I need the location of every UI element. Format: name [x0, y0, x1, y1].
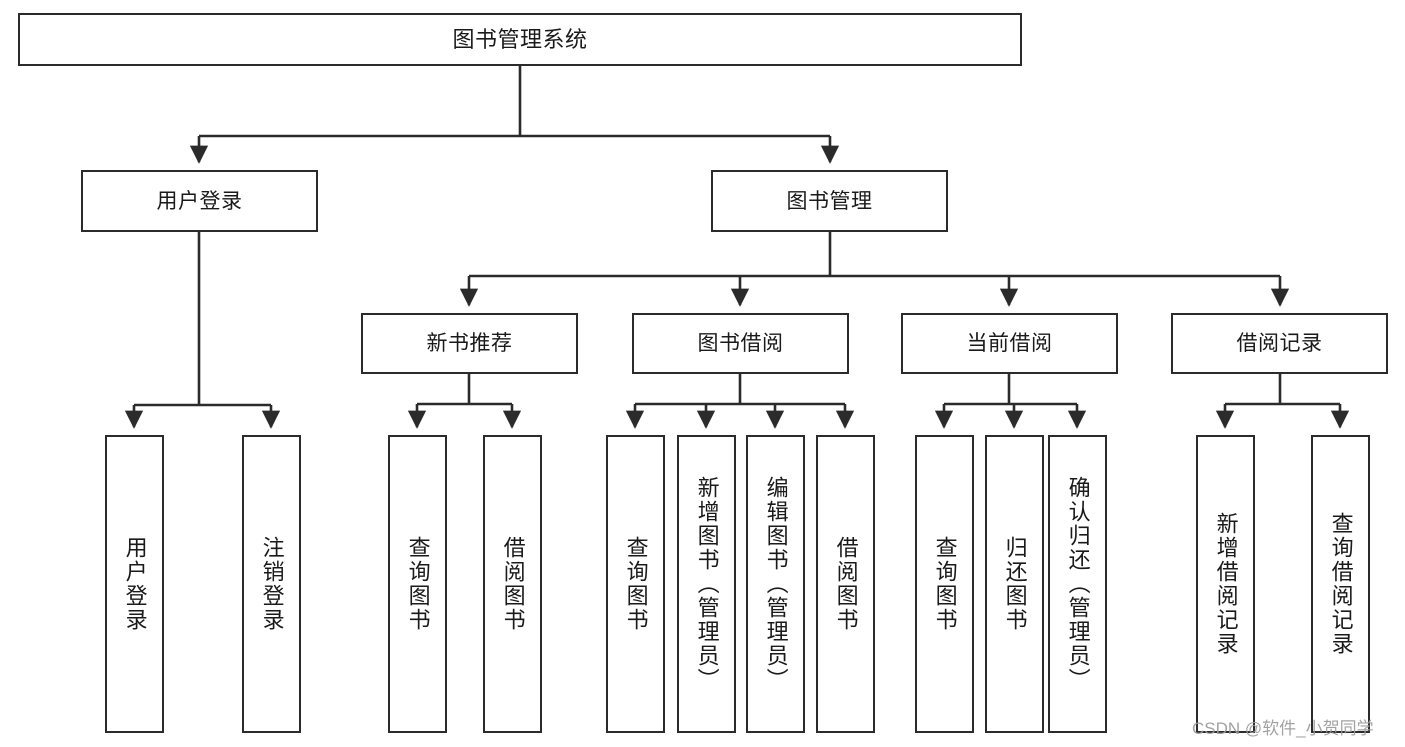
node-leaf-query-book-2[interactable]: 查询图书: [606, 435, 665, 733]
node-label: 新增图书（管理员）: [694, 476, 720, 692]
node-label: 查询借阅记录: [1328, 512, 1354, 656]
node-leaf-borrow-book-2[interactable]: 借阅图书: [816, 435, 875, 733]
node-label: 图书借阅: [697, 332, 784, 355]
node-user-login[interactable]: 用户登录: [81, 170, 318, 232]
node-book-borrow[interactable]: 图书借阅: [632, 313, 849, 374]
node-leaf-query-book-1[interactable]: 查询图书: [388, 435, 447, 733]
node-root-book-management-system[interactable]: 图书管理系统: [18, 13, 1022, 66]
node-label: 查询图书: [405, 536, 431, 632]
node-label: 用户登录: [122, 536, 148, 632]
node-leaf-return-book[interactable]: 归还图书: [985, 435, 1044, 733]
node-new-book-recommend[interactable]: 新书推荐: [361, 313, 578, 374]
node-leaf-add-record[interactable]: 新增借阅记录: [1196, 435, 1255, 733]
node-leaf-user-login[interactable]: 用户登录: [105, 435, 164, 733]
node-label: 归还图书: [1002, 536, 1028, 632]
node-label: 确认归还（管理员）: [1065, 476, 1091, 692]
node-label: 借阅图书: [833, 536, 859, 632]
node-leaf-borrow-book-1[interactable]: 借阅图书: [483, 435, 542, 733]
node-borrow-record[interactable]: 借阅记录: [1171, 313, 1388, 374]
node-label: 新增借阅记录: [1213, 512, 1239, 656]
node-label: 新书推荐: [426, 332, 513, 355]
node-label: 查询图书: [932, 536, 958, 632]
node-current-borrow[interactable]: 当前借阅: [901, 313, 1118, 374]
node-label: 图书管理: [786, 189, 873, 213]
node-leaf-query-record[interactable]: 查询借阅记录: [1311, 435, 1370, 733]
node-label: 注销登录: [259, 536, 285, 632]
node-label: 借阅图书: [500, 536, 526, 632]
node-leaf-edit-book[interactable]: 编辑图书（管理员）: [746, 435, 805, 733]
node-label: 借阅记录: [1236, 332, 1323, 355]
node-leaf-add-book[interactable]: 新增图书（管理员）: [677, 435, 736, 733]
node-label: 当前借阅: [966, 332, 1053, 355]
node-leaf-confirm-return[interactable]: 确认归还（管理员）: [1048, 435, 1107, 733]
node-leaf-logout-login[interactable]: 注销登录: [242, 435, 301, 733]
node-label: 图书管理系统: [452, 26, 588, 52]
node-book-management[interactable]: 图书管理: [711, 170, 948, 232]
node-leaf-query-book-3[interactable]: 查询图书: [915, 435, 974, 733]
node-label: 编辑图书（管理员）: [763, 476, 789, 692]
node-label: 查询图书: [623, 536, 649, 632]
node-label: 用户登录: [156, 189, 243, 213]
